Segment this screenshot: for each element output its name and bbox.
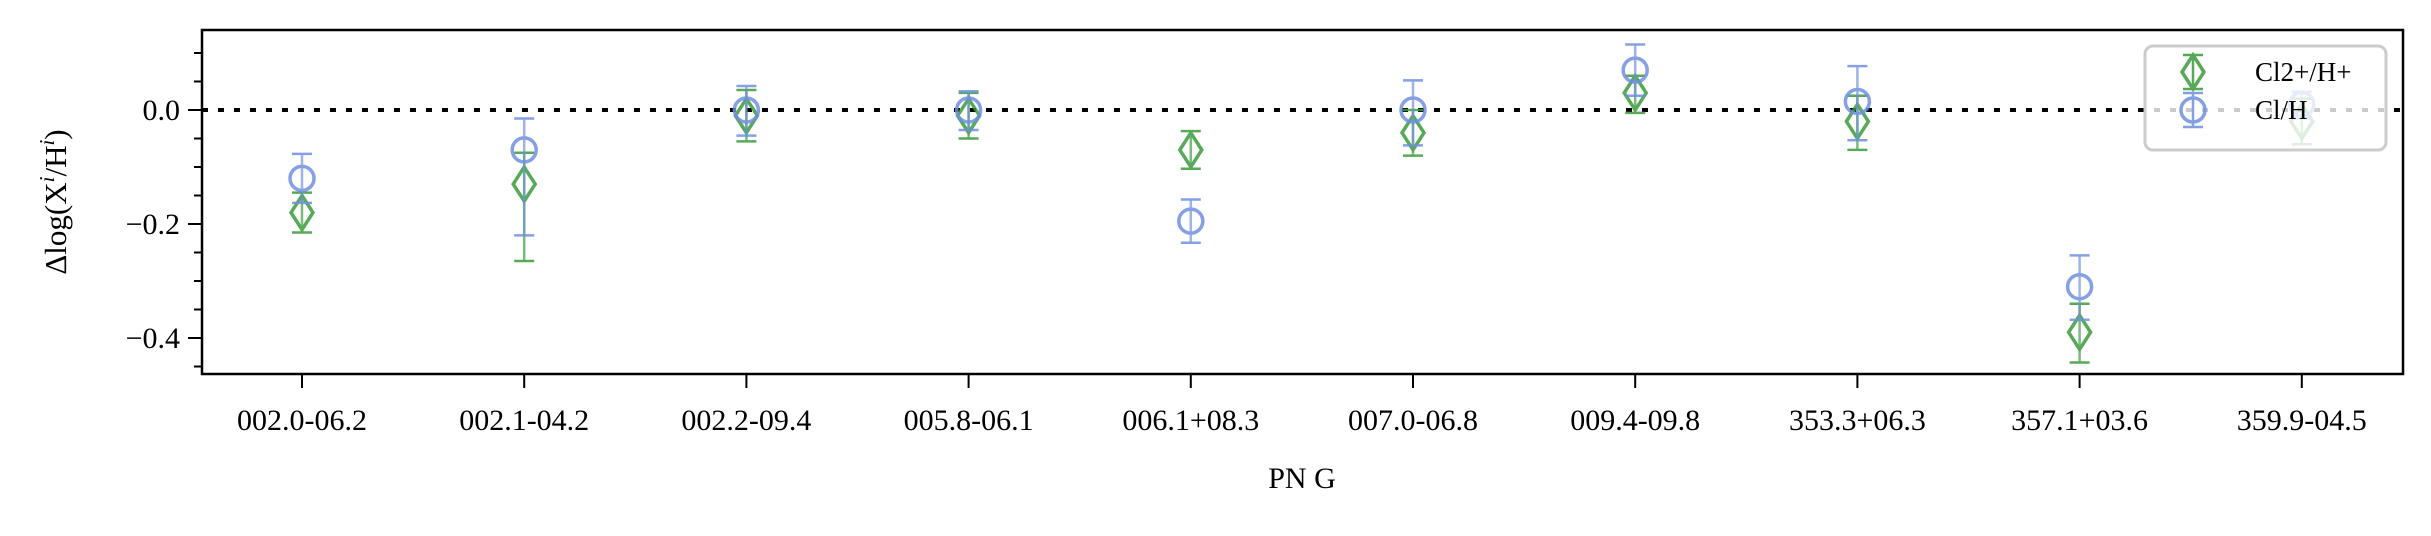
x-axis-ticks: 002.0-06.2 002.1-04.2 002.2-09.4 005.8-06.1… [237,374,2367,437]
data-point [1177,198,1205,245]
y-tick-label: −0.2 [126,208,180,241]
series-cl2-h [288,72,2315,364]
legend-circle-icon [2179,96,2207,124]
data-point [2065,254,2094,322]
diamond-marker-icon [1399,112,1427,154]
y-axis-label: Δlog(Xi/Hi) [35,129,73,274]
circle-marker-icon [954,96,983,124]
legend-diamond-icon [2179,51,2207,93]
circle-marker-icon [2065,272,2094,301]
y-tick-label: 0.0 [143,94,181,127]
data-point [1399,79,1427,147]
x-tick-label: 007.0-06.8 [1348,404,1478,437]
diamond-marker-icon [288,192,316,233]
data-point [288,152,316,205]
x-tick-label: 359.9-04.5 [2237,404,2367,437]
diamond-marker-icon [1622,72,1649,114]
plot-frame [200,28,2405,376]
legend-label: Cl2+/H+ [2255,57,2351,87]
data-point [1621,43,1649,97]
data-point [1177,129,1204,171]
x-tick-label: 002.1-04.2 [459,404,589,437]
data-series [288,43,2316,364]
circle-marker-icon [288,164,316,193]
x-tick-label: 002.0-06.2 [237,404,367,437]
legend: Cl2+/H+ Cl/H [2143,44,2388,152]
data-point [510,117,538,237]
y-axis-ticks: −0.4 −0.2 0.0 [126,52,202,368]
x-tick-label: 005.8-06.1 [904,404,1034,437]
circle-marker-icon [732,96,761,124]
data-point [954,89,983,132]
data-point [732,84,761,137]
x-axis-label: PN G [1268,462,1336,495]
circle-marker-icon [1399,96,1427,124]
circle-marker-icon [1843,87,1872,116]
circle-marker-icon [1177,207,1205,235]
legend-entry [2179,91,2207,129]
diamond-marker-icon [1177,129,1204,171]
series-cl-h [288,43,2316,322]
x-tick-label: 009.4-09.8 [1570,404,1700,437]
y-tick-label: −0.4 [126,322,180,355]
diamond-marker-icon [955,95,982,136]
x-tick-label: 357.1+03.6 [2011,404,2148,437]
x-tick-label: 353.3+06.3 [1789,404,1926,437]
diamond-marker-icon [2066,312,2093,353]
x-tick-label: 002.2-09.4 [681,404,811,437]
y-axis-label-text: Δlog(Xi/Hi) [35,129,73,274]
x-tick-label: 006.1+08.3 [1122,404,1259,437]
legend-label: Cl/H [2255,95,2308,125]
data-point [1843,64,1872,142]
circle-marker-icon [510,136,538,164]
circle-marker-icon [1621,56,1649,84]
axes-frame [200,28,2405,376]
legend-entry [2179,51,2207,93]
